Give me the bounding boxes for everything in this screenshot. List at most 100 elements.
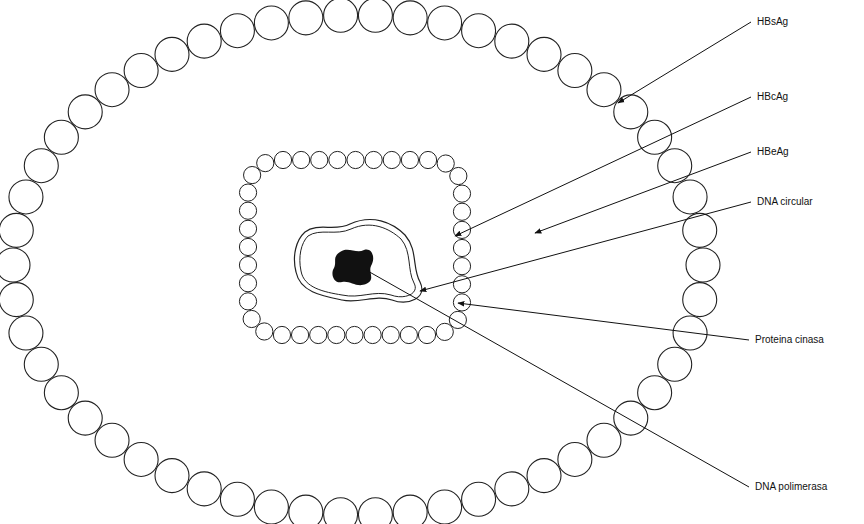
protein-subunit — [614, 95, 648, 129]
protein-subunit — [382, 326, 399, 343]
leader-line — [420, 202, 751, 291]
protein-subunit — [256, 323, 273, 340]
protein-subunit — [453, 203, 470, 220]
protein-subunit — [44, 376, 78, 410]
protein-subunit — [393, 495, 427, 524]
protein-subunit — [638, 376, 672, 410]
protein-subunit — [155, 37, 189, 71]
part-label: HBeAg — [757, 146, 789, 158]
protein-subunit — [68, 95, 102, 129]
protein-subunit — [401, 151, 418, 168]
protein-subunit — [558, 54, 592, 88]
protein-subunit — [239, 202, 256, 219]
protein-subunit — [673, 180, 707, 214]
protein-subunit — [365, 151, 382, 168]
protein-subunit — [187, 24, 221, 58]
protein-subunit — [0, 248, 30, 282]
protein-subunit — [324, 498, 358, 524]
protein-subunit — [239, 257, 256, 274]
protein-subunit — [243, 310, 260, 327]
protein-subunit — [658, 149, 692, 183]
protein-subunit — [273, 326, 290, 343]
protein-subunit — [220, 14, 254, 48]
protein-subunit — [244, 166, 261, 183]
protein-subunit — [437, 155, 454, 172]
protein-subunit — [428, 490, 462, 524]
protein-subunit — [428, 6, 462, 40]
protein-subunit — [187, 472, 221, 506]
protein-subunit — [0, 213, 33, 247]
envelope-ring — [0, 0, 720, 524]
protein-subunit — [324, 0, 358, 32]
protein-subunit — [358, 0, 392, 32]
protein-subunit — [364, 326, 381, 343]
protein-subunit — [254, 6, 288, 40]
protein-subunit — [673, 316, 707, 350]
leader-line — [455, 97, 751, 236]
protein-subunit — [558, 442, 592, 476]
protein-subunit — [614, 401, 648, 435]
part-label: HBsAg — [757, 16, 788, 28]
protein-subunit — [462, 14, 496, 48]
protein-subunit — [638, 120, 672, 154]
protein-subunit — [527, 37, 561, 71]
protein-subunit — [658, 347, 692, 381]
protein-subunit — [289, 1, 323, 35]
protein-subunit — [254, 490, 288, 524]
protein-subunit — [418, 326, 435, 343]
circular-dna — [294, 220, 421, 302]
protein-subunit — [24, 149, 58, 183]
protein-subunit — [0, 283, 33, 317]
protein-subunit — [400, 326, 417, 343]
protein-subunit — [453, 185, 470, 202]
protein-subunit — [95, 73, 129, 107]
protein-subunit — [436, 323, 453, 340]
part-label: HBcAg — [757, 91, 788, 103]
protein-subunit — [257, 155, 274, 172]
protein-subunit — [274, 151, 291, 168]
protein-subunit — [358, 498, 392, 524]
protein-subunit — [686, 248, 720, 282]
protein-subunit — [453, 239, 470, 256]
protein-subunit — [453, 294, 470, 311]
protein-subunit — [329, 151, 346, 168]
protein-subunit — [453, 258, 470, 275]
core-blob — [332, 249, 373, 285]
protein-subunit — [683, 213, 717, 247]
leader-line — [618, 22, 751, 103]
protein-subunit — [9, 180, 43, 214]
protein-subunit — [293, 151, 310, 168]
protein-subunit — [311, 151, 328, 168]
protein-subunit — [587, 73, 621, 107]
protein-subunit — [9, 316, 43, 350]
part-label: DNA polimerasa — [755, 481, 827, 493]
protein-subunit — [310, 326, 327, 343]
protein-subunit — [24, 347, 58, 381]
part-label: DNA circular — [757, 196, 813, 208]
part-label: Proteina cinasa — [755, 334, 824, 346]
protein-subunit — [383, 151, 400, 168]
protein-subunit — [124, 54, 158, 88]
leader-line — [535, 152, 751, 233]
protein-subunit — [155, 459, 189, 493]
protein-subunit — [495, 24, 529, 58]
leader-line — [366, 270, 749, 487]
protein-subunit — [495, 472, 529, 506]
protein-subunit — [450, 167, 467, 184]
protein-subunit — [291, 326, 308, 343]
protein-subunit — [419, 151, 436, 168]
protein-subunit — [393, 1, 427, 35]
protein-subunit — [239, 238, 256, 255]
protein-subunit — [239, 275, 256, 292]
protein-subunit — [347, 151, 364, 168]
protein-subunit — [44, 120, 78, 154]
protein-subunit — [462, 482, 496, 516]
capsid-ring — [239, 151, 470, 343]
protein-subunit — [527, 459, 561, 493]
protein-subunit — [683, 283, 717, 317]
protein-subunit — [124, 442, 158, 476]
protein-subunit — [328, 326, 345, 343]
protein-subunit — [239, 184, 256, 201]
protein-subunit — [239, 293, 256, 310]
